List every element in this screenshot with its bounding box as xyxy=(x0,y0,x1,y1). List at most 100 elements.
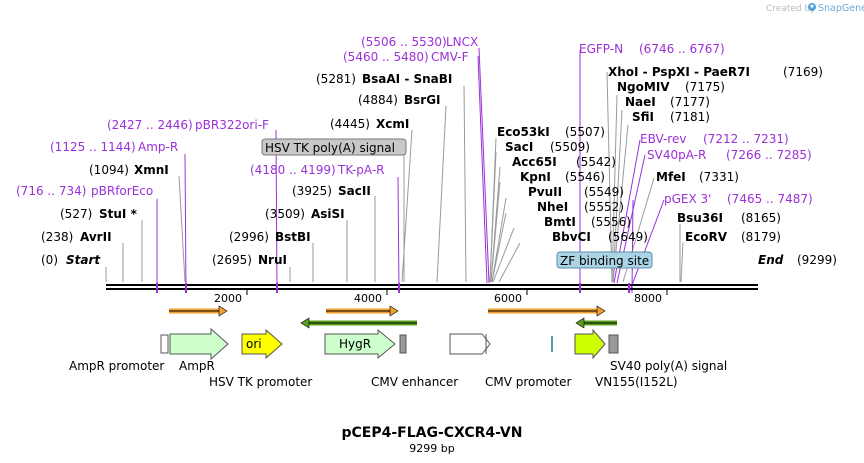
feature-sv40-polya[interactable] xyxy=(608,334,619,354)
feature-ori[interactable]: ori xyxy=(241,328,283,360)
svg-text:(0): (0) xyxy=(41,253,58,267)
label-ampr-promoter: AmpR promoter xyxy=(69,359,164,373)
site-naei[interactable]: NaeI (7177) xyxy=(625,95,710,109)
site-pvuii[interactable]: PvuII (5549) xyxy=(528,185,624,199)
svg-text:LNCX: LNCX xyxy=(446,35,478,49)
svg-text:SV40pA-R: SV40pA-R xyxy=(647,148,706,162)
site-ecorv[interactable]: EcoRV (8179) xyxy=(685,230,781,244)
svg-text:(1125 .. 1144): (1125 .. 1144) xyxy=(50,140,136,154)
feature-ampr[interactable] xyxy=(169,327,229,361)
sequence-backbone xyxy=(106,284,758,290)
snapgene-logo-text[interactable]: SnapGene xyxy=(818,3,864,14)
site-bstbi[interactable]: (2996) BstBI xyxy=(229,230,311,244)
site-sfii[interactable]: SfiI (7181) xyxy=(632,110,710,124)
primer-egfp-n[interactable]: EGFP-N (6746 .. 6767) xyxy=(579,42,725,56)
svg-text:CMV-F: CMV-F xyxy=(431,50,469,64)
svg-text:(7465 .. 7487): (7465 .. 7487) xyxy=(727,192,813,206)
site-bbvci[interactable]: BbvCI (5649) xyxy=(552,230,648,244)
svg-text:End: End xyxy=(758,253,784,267)
site-acc65i[interactable]: Acc65I (5542) xyxy=(512,155,616,169)
svg-text:(7175): (7175) xyxy=(685,80,725,94)
site-nrui[interactable]: (2695) NruI xyxy=(212,253,287,267)
site-mfei[interactable]: MfeI (7331) xyxy=(656,170,739,184)
svg-text:(5509): (5509) xyxy=(550,140,590,154)
orf-arrow-3 xyxy=(326,305,399,317)
svg-text:NruI: NruI xyxy=(258,253,287,267)
svg-text:HSV TK poly(A) signal: HSV TK poly(A) signal xyxy=(265,141,395,155)
svg-text:pBR322ori-F: pBR322ori-F xyxy=(195,118,269,132)
site-bsaai-snabi[interactable]: (5281) BsaAI - SnaBI xyxy=(316,72,452,86)
primer-pbrforeco[interactable]: (716 .. 734) pBRforEco xyxy=(16,184,153,198)
feature-ampr-promoter[interactable] xyxy=(160,334,169,354)
site-xhoi-pspxi-paer7i[interactable]: XhoI - PspXI - PaeR7I (7169) xyxy=(608,65,823,79)
site-asisi[interactable]: (3509) AsiSI xyxy=(265,207,345,221)
site-bsrgi[interactable]: (4884) BsrGI xyxy=(358,93,441,107)
label-hsv-tk-promoter: HSV TK promoter xyxy=(209,375,312,389)
svg-text:(5556): (5556) xyxy=(591,215,631,229)
zf-binding-site-box[interactable]: ZF binding site xyxy=(556,251,653,269)
svg-text:TK-pA-R: TK-pA-R xyxy=(337,163,385,177)
primer-ebv-rev[interactable]: EBV-rev (7212 .. 7231) xyxy=(640,132,789,146)
site-bsu36i[interactable]: Bsu36I (8165) xyxy=(677,211,781,225)
feature-cmv-enhancer[interactable] xyxy=(449,333,491,355)
site-xcmi[interactable]: (4445) XcmI xyxy=(330,117,409,131)
svg-text:ori: ori xyxy=(246,337,262,351)
svg-text:(5546): (5546) xyxy=(565,170,605,184)
svg-text:EGFP-N: EGFP-N xyxy=(579,42,623,56)
svg-text:Start: Start xyxy=(66,253,101,267)
svg-text:(7331): (7331) xyxy=(699,170,739,184)
svg-text:NgoMIV: NgoMIV xyxy=(617,80,670,94)
site-nhei[interactable]: NheI (5552) xyxy=(537,200,624,214)
site-kpni[interactable]: KpnI (5546) xyxy=(520,170,605,184)
svg-text:(5281): (5281) xyxy=(316,72,356,86)
primer-lncx[interactable]: (5506 .. 5530) LNCX xyxy=(361,35,478,49)
snapgene-logo-icon xyxy=(808,3,816,11)
svg-text:(238): (238) xyxy=(41,230,73,244)
svg-text:BsaAI - SnaBI: BsaAI - SnaBI xyxy=(362,72,452,86)
svg-text:HygR: HygR xyxy=(339,337,371,351)
svg-text:KpnI: KpnI xyxy=(520,170,551,184)
primer-ampr[interactable]: (1125 .. 1144) Amp-R xyxy=(50,140,178,154)
site-ngomiv[interactable]: NgoMIV (7175) xyxy=(617,80,725,94)
svg-text:BstBI: BstBI xyxy=(275,230,311,244)
svg-text:(7266 .. 7285): (7266 .. 7285) xyxy=(726,148,812,162)
svg-text:AvrII: AvrII xyxy=(80,230,112,244)
label-cmv-promoter: CMV promoter xyxy=(485,375,572,389)
svg-text:Amp-R: Amp-R xyxy=(138,140,178,154)
svg-text:(2427 .. 2446): (2427 .. 2446) xyxy=(107,118,193,132)
svg-text:EcoRV: EcoRV xyxy=(685,230,728,244)
site-bmti[interactable]: BmtI (5556) xyxy=(544,215,631,229)
svg-text:(5552): (5552) xyxy=(584,200,624,214)
svg-text:(6746 .. 6767): (6746 .. 6767) xyxy=(639,42,725,56)
site-end[interactable]: End (9299) xyxy=(758,253,837,267)
site-eco53ki[interactable]: Eco53kI (5507) xyxy=(497,125,605,139)
feature-vn155[interactable] xyxy=(574,328,606,360)
site-stui[interactable]: (527) StuI * xyxy=(60,207,138,221)
svg-text:(4180 .. 4199): (4180 .. 4199) xyxy=(250,163,336,177)
svg-text:BbvCI: BbvCI xyxy=(552,230,591,244)
primer-pbr322ori-f[interactable]: (2427 .. 2446) pBR322ori-F xyxy=(107,118,269,132)
site-start[interactable]: (0) Start xyxy=(41,253,101,267)
site-sacii[interactable]: (3925) SacII xyxy=(292,184,371,198)
ruler-label-8000: 8000 xyxy=(634,292,662,305)
svg-text:SacI: SacI xyxy=(505,140,533,154)
site-xmni[interactable]: (1094) XmnI xyxy=(89,163,169,177)
site-saci[interactable]: SacI (5509) xyxy=(505,140,590,154)
label-sv40-polya: SV40 poly(A) signal xyxy=(610,359,727,373)
svg-text:Bsu36I: Bsu36I xyxy=(677,211,723,225)
orf-arrow-2 xyxy=(300,317,417,329)
primer-cmv-f[interactable]: (5460 .. 5480) CMV-F xyxy=(343,50,469,64)
ruler-label-4000: 4000 xyxy=(354,292,382,305)
ruler-label-6000: 6000 xyxy=(494,292,522,305)
svg-text:StuI *: StuI * xyxy=(99,207,138,221)
feature-hsv-polya[interactable] xyxy=(399,334,407,354)
primer-tk-pa-r[interactable]: (4180 .. 4199) TK-pA-R xyxy=(250,163,385,177)
primer-sv40pa-r[interactable]: SV40pA-R (7266 .. 7285) xyxy=(647,148,812,162)
svg-text:(2996): (2996) xyxy=(229,230,269,244)
site-avrii[interactable]: (238) AvrII xyxy=(41,230,112,244)
primer-pgex3[interactable]: pGEX 3' (7465 .. 7487) xyxy=(664,192,813,206)
svg-text:XhoI - PspXI - PaeR7I: XhoI - PspXI - PaeR7I xyxy=(608,65,750,79)
svg-text:(5506 .. 5530): (5506 .. 5530) xyxy=(361,35,447,49)
hsv-tk-polya-box[interactable]: HSV TK poly(A) signal xyxy=(261,138,407,156)
feature-hygr[interactable]: HygR xyxy=(324,328,396,360)
